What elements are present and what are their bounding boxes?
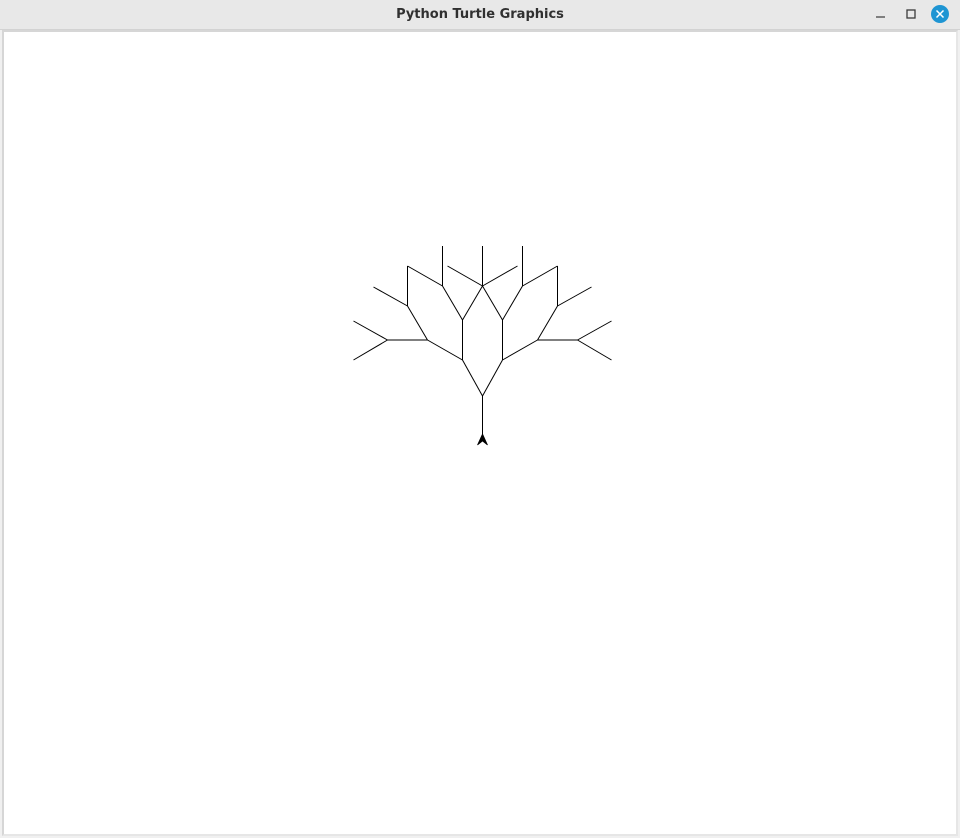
- tree-branch: [482, 265, 518, 287]
- tree-branch: [502, 285, 523, 321]
- tree-branch: [482, 359, 503, 397]
- tree-branch: [462, 359, 483, 397]
- fractal-tree-drawing: [353, 246, 612, 446]
- tree-branch: [407, 305, 428, 341]
- turtle-cursor-icon: [477, 433, 488, 446]
- title-bar[interactable]: Python Turtle Graphics: [0, 0, 960, 30]
- tree-branch: [482, 285, 503, 321]
- tree-branch: [502, 339, 538, 361]
- minimize-icon[interactable]: [872, 5, 890, 23]
- close-icon[interactable]: [931, 5, 949, 23]
- turtle-canvas[interactable]: [4, 32, 956, 834]
- tree-branch: [557, 286, 592, 307]
- tree-branch: [577, 339, 612, 361]
- tree-branches: [353, 246, 612, 437]
- tree-branch: [522, 265, 558, 287]
- canvas-frame: [2, 30, 958, 836]
- tree-branch: [407, 265, 443, 287]
- maximize-icon[interactable]: [902, 5, 920, 23]
- tree-branch: [462, 285, 483, 321]
- tree-branch: [577, 320, 612, 341]
- tree-branch: [373, 286, 408, 307]
- tree-branch: [353, 320, 388, 341]
- tree-branch: [442, 285, 463, 321]
- tree-branch: [447, 265, 483, 287]
- window-title: Python Turtle Graphics: [396, 7, 564, 22]
- tree-branch: [427, 339, 463, 361]
- tree-branch: [537, 305, 558, 341]
- tree-branch: [353, 339, 388, 361]
